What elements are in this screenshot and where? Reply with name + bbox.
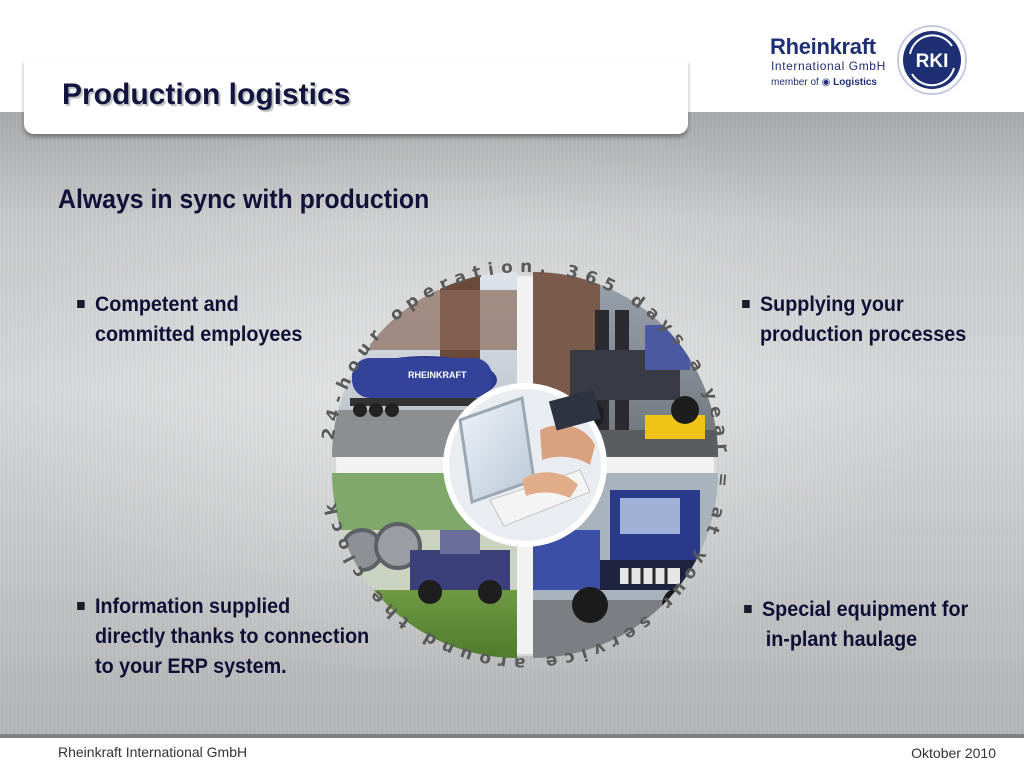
- page-title: Production logistics: [62, 78, 351, 111]
- logo-subtitle: International GmbH: [771, 59, 886, 73]
- bullet-line: Supplying your: [760, 293, 904, 316]
- bullet-line: Information supplied: [95, 595, 291, 618]
- badge-text: RKI: [916, 51, 949, 72]
- bullet-square-icon: [77, 300, 85, 308]
- footer-divider: [0, 734, 1024, 738]
- bullet-supplying: Supplying your production processes: [742, 290, 967, 350]
- bullet-line: Special equipment for: [762, 598, 969, 621]
- logo-member-brand: Logistics: [833, 77, 877, 88]
- bullet-information: Information supplied directly thanks to …: [77, 592, 370, 682]
- bullet-line: directly thanks to connection: [95, 625, 370, 648]
- logo-name: Rheinkraft: [770, 34, 876, 59]
- bullet-square-icon: [77, 602, 85, 610]
- bullet-square-icon: [742, 300, 750, 308]
- truck-label: RHEINKRAFT: [408, 370, 467, 380]
- bullet-square-icon: [744, 605, 752, 613]
- rki-badge-icon: RKI: [897, 25, 967, 95]
- slide-subtitle: Always in sync with production: [58, 184, 430, 214]
- bullet-line: in-plant haulage: [765, 628, 918, 651]
- logo-eye-icon: ◉: [821, 77, 831, 88]
- footer-company: Rheinkraft International GmbH: [58, 744, 248, 760]
- title-tab: [24, 60, 688, 134]
- bullet-employees: Competent and committed employees: [77, 290, 303, 350]
- logo-member-line: member of ◉ Logistics: [771, 77, 877, 88]
- photo-computer: [443, 383, 607, 547]
- service-circle-diagram: RHEINKRAFT: [319, 257, 727, 673]
- company-logo: Rheinkraft International GmbH member of …: [770, 22, 970, 100]
- bullet-line: committed employees: [95, 323, 303, 346]
- bullet-line: production processes: [760, 323, 967, 346]
- footer-date: Oktober 2010: [911, 745, 996, 761]
- logo-member-prefix: member of: [771, 77, 819, 88]
- bullet-line: Competent and: [95, 293, 239, 316]
- bullet-line: to your ERP system.: [95, 655, 287, 678]
- bullet-special-equipment: Special equipment for in-plant haulage: [744, 595, 969, 655]
